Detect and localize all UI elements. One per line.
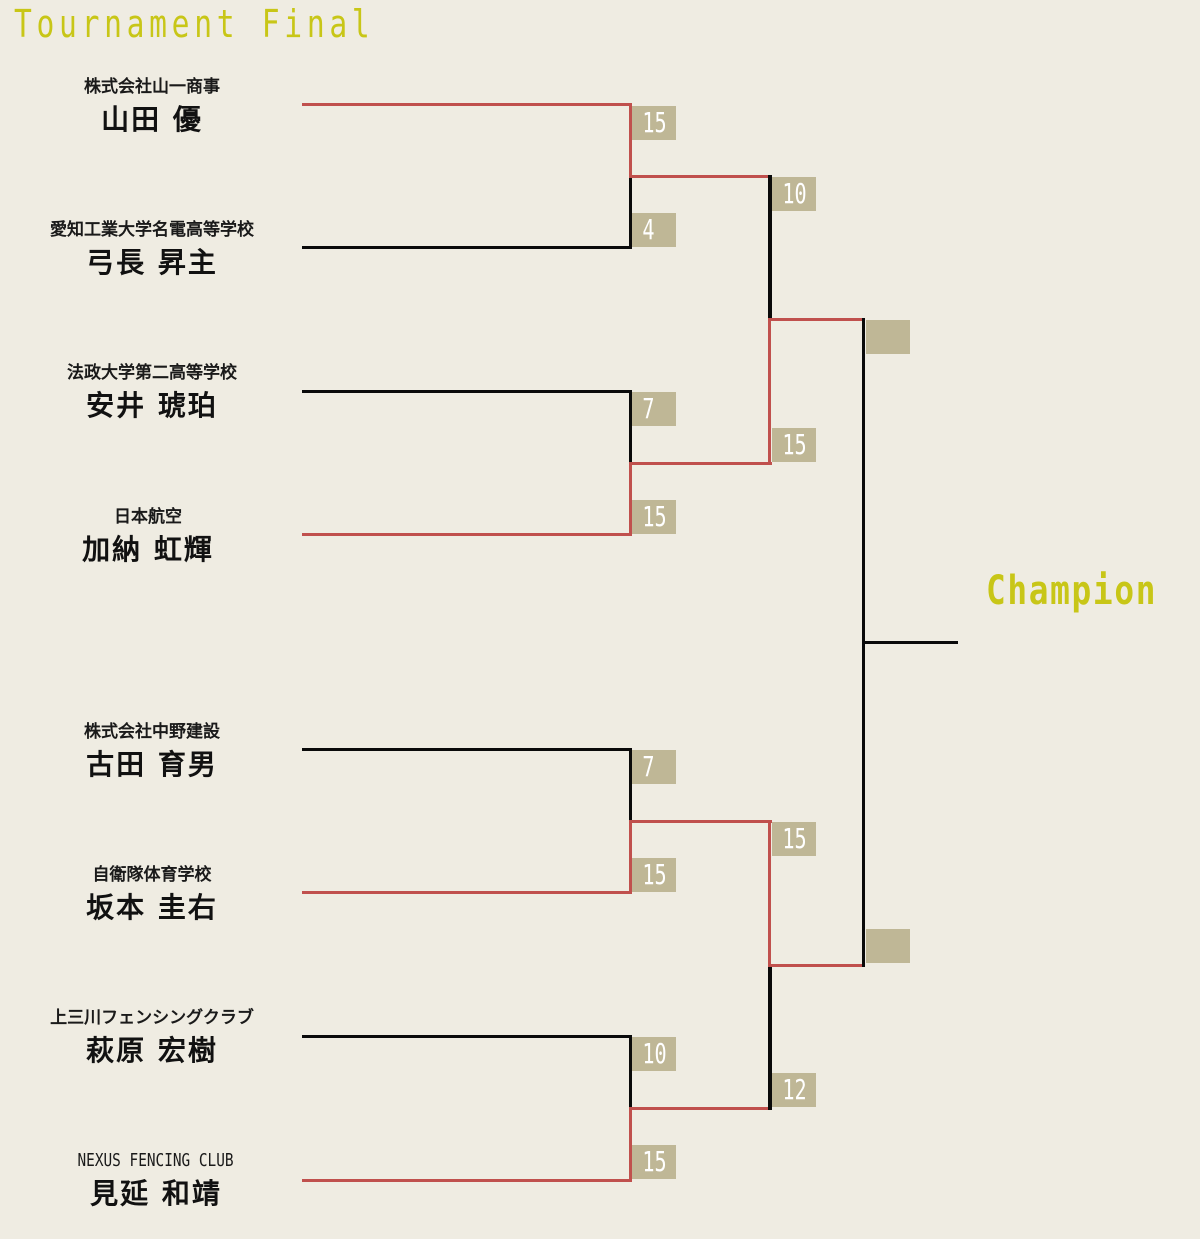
bracket-line — [629, 175, 772, 178]
score-box: 15 — [632, 106, 676, 140]
bracket-line — [629, 748, 632, 822]
player-name: 萩原 宏樹 — [86, 1034, 218, 1067]
score-value: 15 — [782, 428, 807, 461]
player-5: 株式会社中野建設 古田 育男 — [12, 721, 292, 783]
score-box: 10 — [772, 177, 816, 211]
bracket-line — [629, 462, 772, 465]
score-value: 10 — [782, 177, 807, 210]
player-team: 株式会社山一商事 — [84, 77, 220, 97]
player-3: 法政大学第二高等学校 安井 琥珀 — [12, 362, 292, 424]
bracket-line — [629, 1108, 632, 1182]
bracket-line — [768, 318, 865, 321]
score-box: 15 — [772, 428, 816, 462]
bracket-line — [302, 891, 632, 894]
score-box: 15 — [772, 822, 816, 856]
bracket-line — [629, 390, 632, 464]
bracket-line — [768, 965, 772, 1110]
bracket-line — [629, 821, 632, 894]
bracket-line — [302, 246, 632, 249]
score-value: 15 — [642, 1145, 667, 1178]
champion-label: Champion — [986, 568, 1158, 614]
bracket-line — [768, 320, 771, 465]
score-box: 4 — [632, 213, 676, 247]
score-value: 7 — [642, 750, 655, 783]
player-team: 日本航空 — [114, 507, 182, 527]
score-box: 10 — [632, 1037, 676, 1071]
bracket-line — [302, 533, 632, 536]
bracket-line — [302, 103, 632, 106]
score-value: 10 — [642, 1037, 667, 1070]
player-team: 上三川フェンシングクラブ — [50, 1008, 254, 1028]
player-team: 法政大学第二高等学校 — [67, 363, 237, 383]
score-box: 7 — [632, 392, 676, 426]
player-name: 坂本 圭右 — [86, 891, 218, 924]
player-name: 弓長 昇主 — [86, 246, 218, 279]
score-value: 4 — [642, 213, 655, 246]
player-team: 株式会社中野建設 — [84, 722, 220, 742]
score-value: 15 — [642, 500, 667, 533]
player-7: 上三川フェンシングクラブ 萩原 宏樹 — [12, 1007, 292, 1069]
player-team: 自衛隊体育学校 — [92, 865, 212, 885]
bracket-line — [768, 175, 772, 321]
bracket-line — [302, 748, 632, 751]
bracket-line — [629, 1107, 772, 1110]
bracket-line — [629, 176, 632, 249]
player-4: 日本航空 加納 虹輝 — [8, 506, 288, 568]
bracket-line — [768, 964, 865, 967]
bracket-line — [302, 1179, 632, 1182]
score-box: 15 — [632, 500, 676, 534]
score-box: 15 — [632, 1145, 676, 1179]
player-6: 自衛隊体育学校 坂本 圭右 — [12, 864, 292, 926]
bracket-line — [629, 1035, 632, 1109]
player-name: 見延 和靖 — [90, 1177, 222, 1210]
player-1: 株式会社山一商事 山田 優 — [12, 76, 292, 138]
score-value: 7 — [642, 392, 655, 425]
score-box: 7 — [632, 750, 676, 784]
score-box: 15 — [632, 858, 676, 892]
player-name: 古田 育男 — [86, 748, 218, 781]
score-value: 15 — [642, 106, 667, 139]
bracket-line — [302, 390, 632, 393]
player-team: 愛知工業大学名電高等学校 — [50, 220, 254, 240]
player-team: NEXUS FENCING CLUB — [77, 1150, 235, 1171]
player-name: 加納 虹輝 — [82, 533, 214, 566]
bracket-line — [862, 641, 958, 644]
bracket-line — [629, 463, 632, 536]
bracket-line — [768, 820, 771, 966]
score-value: 15 — [642, 858, 667, 891]
score-box: 12 — [772, 1073, 816, 1107]
score-box — [866, 320, 910, 354]
score-value: 15 — [782, 822, 807, 855]
bracket-line — [302, 1035, 632, 1038]
score-box — [866, 929, 910, 963]
player-2: 愛知工業大学名電高等学校 弓長 昇主 — [12, 219, 292, 281]
player-8: NEXUS FENCING CLUB 見延 和靖 — [16, 1150, 296, 1212]
player-name: 山田 優 — [101, 103, 203, 136]
bracket-line — [629, 103, 632, 177]
player-name: 安井 琥珀 — [86, 389, 218, 422]
page-title: Tournament Final — [14, 2, 375, 46]
bracket-line — [629, 820, 772, 823]
score-value: 12 — [782, 1073, 807, 1106]
